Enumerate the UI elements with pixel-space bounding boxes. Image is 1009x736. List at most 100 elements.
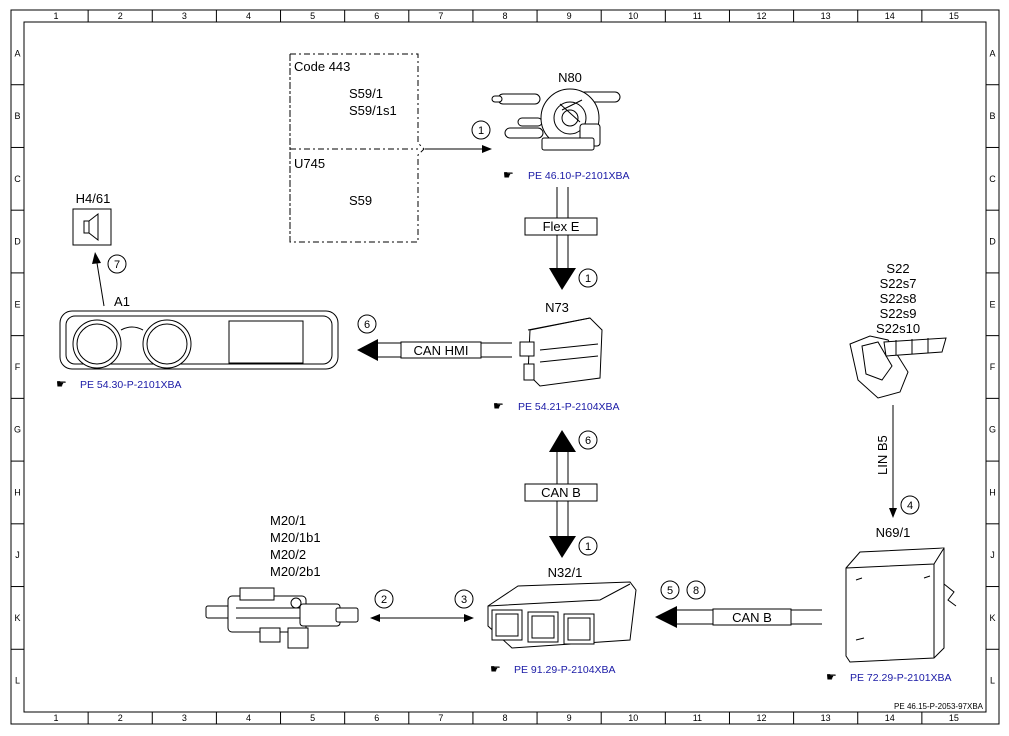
a1-cluster-icon (59, 310, 339, 370)
m20-2b1-label: M20/2b1 (270, 564, 321, 579)
n69-1-module-icon (845, 547, 957, 663)
a1-label: A1 (114, 294, 130, 309)
n73-ref-text[interactable]: PE 54.21-P-2104XBA (518, 401, 620, 413)
column-number: 1 (54, 713, 59, 723)
column-number: 7 (438, 713, 443, 723)
n80-ref[interactable]: ☛ PE 46.10-P-2101XBA (503, 168, 630, 182)
marker-2: 2 (374, 589, 394, 609)
marker-1-code: 1 (471, 120, 491, 140)
marker-1-canb: 1 (578, 536, 598, 556)
seat-switch-icon (849, 335, 947, 399)
column-number: 15 (949, 11, 959, 21)
can-hmi-label: CAN HMI (414, 343, 469, 358)
column-number: 9 (567, 713, 572, 723)
n69-1-ref[interactable]: ☛ PE 72.29-P-2101XBA (826, 670, 952, 684)
n32-1-label: N32/1 (548, 565, 583, 580)
m20-to-n32-arrow (370, 614, 474, 622)
can-hmi-connection: CAN HMI (357, 339, 512, 361)
column-number: 9 (567, 11, 572, 21)
column-number: 14 (885, 11, 895, 21)
hand-pointer-icon: ☛ (493, 399, 504, 413)
svg-text:5: 5 (667, 585, 673, 597)
column-number: 3 (182, 713, 187, 723)
n80-label: N80 (558, 70, 582, 85)
row-letter: L (15, 676, 20, 686)
column-number: 4 (246, 713, 251, 723)
s22s8-label: S22s8 (880, 291, 917, 306)
column-number: 3 (182, 11, 187, 21)
hand-pointer-icon: ☛ (56, 377, 67, 391)
svg-text:1: 1 (585, 273, 591, 285)
column-number: 8 (502, 11, 507, 21)
hand-pointer-icon: ☛ (503, 168, 514, 182)
row-letter: G (14, 425, 21, 435)
footer-code: PE 46.15-P-2053-97XBA (894, 702, 984, 711)
svg-text:1: 1 (585, 541, 591, 553)
row-letter: E (14, 299, 20, 309)
svg-text:7: 7 (114, 259, 120, 271)
can-b-horizontal-label: CAN B (732, 610, 772, 625)
row-letter: A (989, 48, 995, 58)
marker-6-canb: 6 (578, 430, 598, 450)
lin-b5-label: LIN B5 (875, 435, 890, 475)
s22s10-label: S22s10 (876, 321, 920, 336)
marker-3: 3 (454, 589, 474, 609)
column-number: 7 (438, 11, 443, 21)
can-b-horizontal-connection: CAN B (655, 606, 822, 628)
n80-ref-text[interactable]: PE 46.10-P-2101XBA (528, 170, 630, 182)
svg-text:6: 6 (364, 319, 370, 331)
row-letter: C (14, 174, 21, 184)
row-letter: E (989, 299, 995, 309)
column-number: 13 (821, 11, 831, 21)
speaker-icon (72, 208, 112, 246)
can-b-vertical-connection: CAN B (524, 430, 598, 558)
column-number: 4 (246, 11, 251, 21)
column-number: 12 (757, 11, 767, 21)
row-letter: F (15, 362, 21, 372)
row-letter: J (15, 550, 20, 560)
code-u745-title: U745 (294, 156, 325, 171)
column-number: 10 (628, 713, 638, 723)
column-number: 13 (821, 713, 831, 723)
flex-e-label: Flex E (543, 219, 580, 234)
n69-1-ref-text[interactable]: PE 72.29-P-2101XBA (850, 672, 952, 684)
m20-1-label: M20/1 (270, 513, 306, 528)
n69-1-label: N69/1 (876, 525, 911, 540)
column-number: 10 (628, 11, 638, 21)
s22-label: S22 (886, 261, 909, 276)
code-443-title: Code 443 (294, 59, 350, 74)
lin-b5-connection: LIN B5 (875, 405, 897, 518)
svg-text:4: 4 (907, 500, 913, 512)
outer-frame (10, 9, 1000, 725)
row-letter: K (14, 613, 20, 623)
n32-1-ref[interactable]: ☛ PE 91.29-P-2104XBA (490, 662, 616, 676)
marker-7: 7 (107, 254, 127, 274)
n32-1-ref-text[interactable]: PE 91.29-P-2104XBA (514, 664, 616, 676)
n73-ref[interactable]: ☛ PE 54.21-P-2104XBA (493, 399, 620, 413)
m20-motor-icon (205, 587, 359, 649)
a1-ref[interactable]: ☛ PE 54.30-P-2101XBA (56, 377, 182, 391)
svg-text:3: 3 (461, 594, 467, 606)
svg-text:8: 8 (693, 585, 699, 597)
code-item-s59: S59 (349, 193, 372, 208)
code-box: Code 443 S59/1 S59/1s1 U745 S59 (289, 53, 425, 243)
s22s9-label: S22s9 (880, 306, 917, 321)
a1-to-speaker-arrow (92, 252, 105, 307)
row-letter: H (989, 487, 996, 497)
code-item-s59-1s1: S59/1s1 (349, 103, 397, 118)
column-grid: 1122334455667788991010111112121313141415… (54, 10, 959, 724)
row-letter: K (989, 613, 995, 623)
a1-ref-text[interactable]: PE 54.30-P-2101XBA (80, 379, 182, 391)
column-number: 14 (885, 713, 895, 723)
n80-module-icon (491, 88, 621, 151)
m20-2-label: M20/2 (270, 547, 306, 562)
hand-pointer-icon: ☛ (490, 662, 501, 676)
marker-8: 8 (686, 580, 706, 600)
code-to-n80-arrow (425, 145, 492, 153)
svg-text:1: 1 (478, 125, 484, 137)
row-letter: D (989, 237, 996, 247)
column-number: 11 (693, 11, 702, 21)
row-letter: B (989, 111, 995, 121)
